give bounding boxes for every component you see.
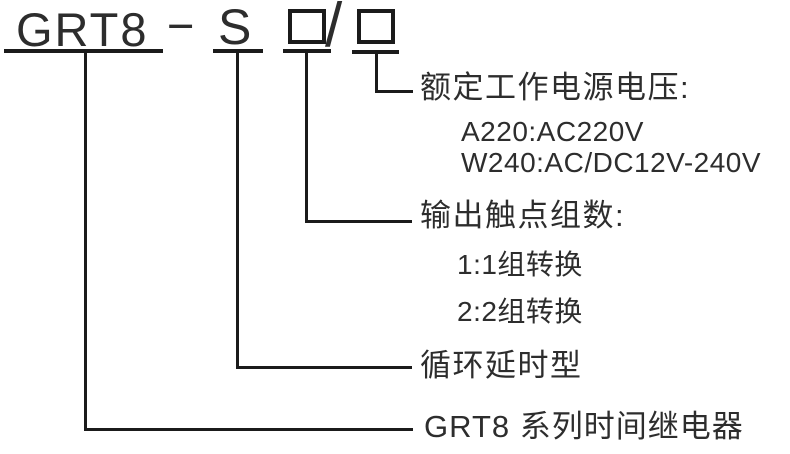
label-delay-type: 循环延时型 (420, 348, 583, 383)
leader-vline-series (84, 49, 87, 431)
leader-vline-box1 (305, 49, 308, 223)
label-series-name: GRT8 系列时间继电器 (424, 409, 744, 444)
placeholder-box-icon (357, 9, 395, 44)
leader-vline-box2 (375, 50, 378, 93)
option-voltage-a220: A220:AC220V (461, 116, 644, 147)
option-voltage-w240: W240:AC/DC12V-240V (461, 147, 762, 178)
slash-separator: / (325, 0, 343, 60)
leader-hline-voltage (375, 90, 413, 93)
leader-vline-type (236, 49, 239, 369)
leader-hline-contacts (305, 220, 412, 223)
underline-series-segment (4, 49, 163, 53)
label-rated-voltage: 额定工作电源电压: (420, 70, 691, 105)
option-contacts-1: 1:1组转换 (457, 249, 583, 280)
dash-separator: − (167, 0, 195, 52)
placeholder-box-icon (288, 9, 326, 44)
leader-hline-type (236, 366, 412, 369)
label-output-contacts: 输出触点组数: (420, 198, 626, 233)
model-type-code: S (218, 0, 252, 55)
leader-hline-series (84, 428, 413, 431)
model-series-text: GRT8 (16, 3, 149, 56)
option-contacts-2: 2:2组转换 (457, 296, 583, 327)
